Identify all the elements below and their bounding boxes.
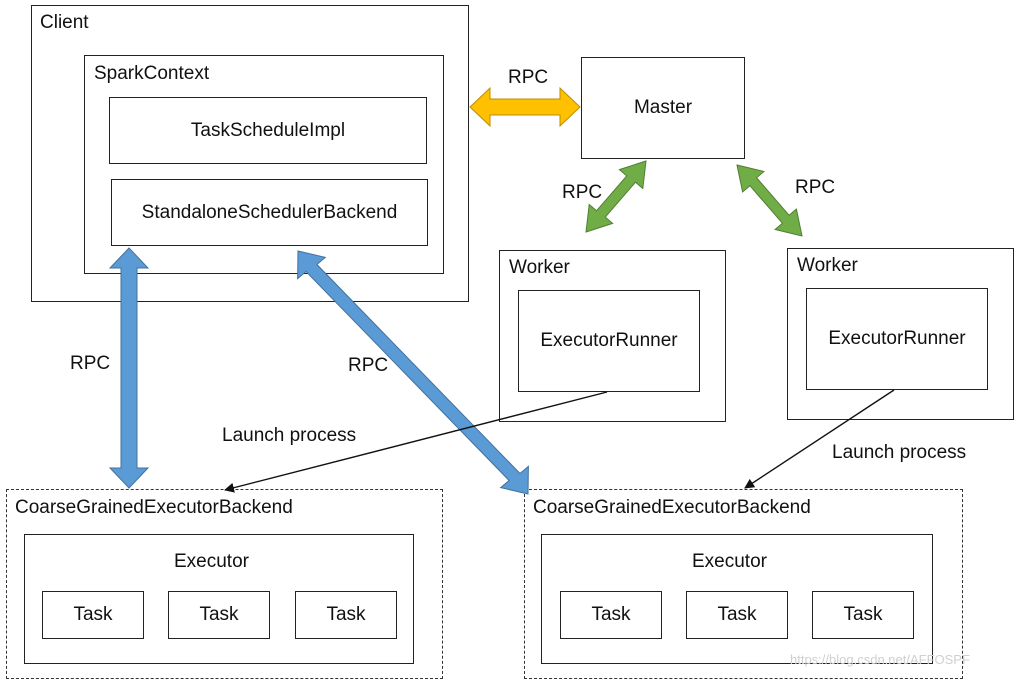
executor-title-1: Executor (174, 551, 249, 572)
launch-process-label-2: Launch process (832, 442, 967, 463)
rpc-label-master-worker-1: RPC (562, 182, 603, 203)
executor-runner-box-2: ExecutorRunner (806, 288, 988, 390)
launch-process-label-1: Launch process (222, 425, 357, 446)
executor-backend-title-1: CoarseGrainedExecutorBackend (15, 497, 293, 518)
rpc-label-master-worker-2: RPC (795, 177, 836, 198)
task-box-1-2: Task (168, 591, 270, 639)
executor-backend-box-2 (524, 489, 963, 679)
rpc-label-client-backend-2: RPC (348, 355, 389, 376)
task-schedule-impl-box: TaskScheduleImpl (109, 97, 427, 164)
executor-backend-title-2: CoarseGrainedExecutorBackend (533, 497, 811, 518)
executor-title-2: Executor (692, 551, 767, 572)
task-box-2-1: Task (560, 591, 662, 639)
rpc-label-client-backend-1: RPC (70, 353, 111, 374)
standalone-scheduler-backend-box: StandaloneSchedulerBackend (111, 179, 428, 246)
rpc-arrow-master-worker-2 (736, 164, 803, 237)
task-box-1-1: Task (42, 591, 144, 639)
watermark: https://blog.csdn.net/AFFOSPF (790, 652, 970, 667)
task-box-2-3: Task (812, 591, 914, 639)
master-box: Master (581, 57, 745, 159)
executor-runner-box-1: ExecutorRunner (518, 290, 700, 392)
spark-context-title: SparkContext (94, 63, 210, 84)
client-title: Client (40, 12, 89, 33)
worker-title-1: Worker (509, 257, 570, 278)
task-box-1-3: Task (295, 591, 397, 639)
rpc-arrow-client-master (469, 86, 581, 128)
task-box-2-2: Task (686, 591, 788, 639)
rpc-label-client-master: RPC (508, 67, 549, 88)
worker-title-2: Worker (797, 255, 858, 276)
